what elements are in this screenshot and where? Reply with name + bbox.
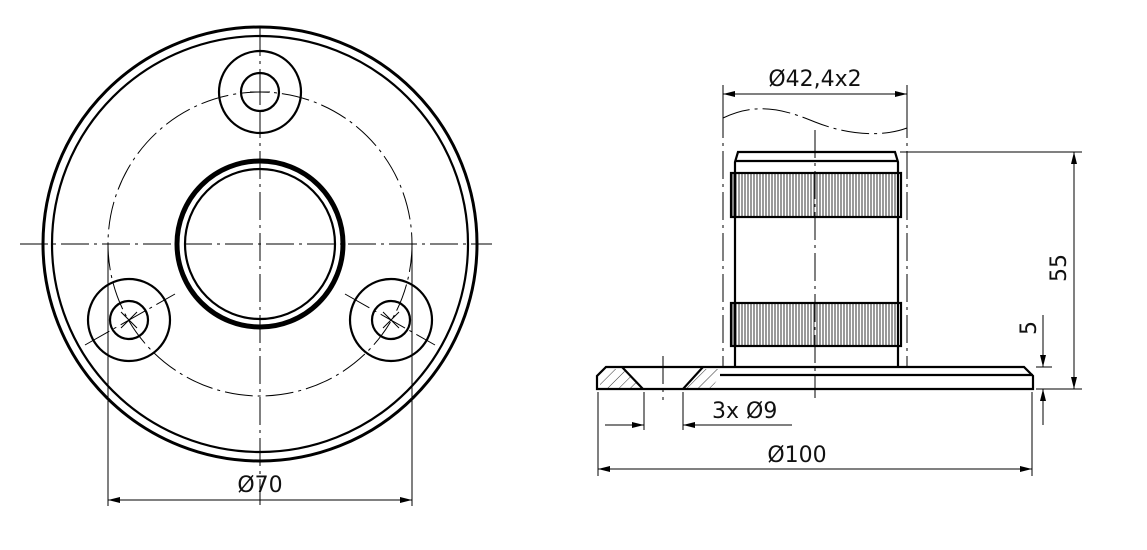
dimension-plate-diameter: Ø100 xyxy=(597,392,1033,476)
break-line xyxy=(722,108,908,135)
side-view: Ø42,4x2 55 5 3x Ø9 Ø100 xyxy=(595,67,1082,476)
dimension-height: 55 xyxy=(900,151,1082,390)
dimension-plate-thickness: 5 xyxy=(1017,315,1052,425)
dimension-holes: 3x Ø9 xyxy=(605,392,792,430)
dimension-tube: Ø42,4x2 xyxy=(722,67,908,110)
plate-diameter-label: Ø100 xyxy=(767,443,826,468)
bolt-hole-right xyxy=(344,277,436,363)
base-plate xyxy=(595,356,1035,400)
height-dimension-label: 55 xyxy=(1047,254,1072,282)
knurl-band-lower xyxy=(729,301,903,348)
holes-dimension-label: 3x Ø9 xyxy=(712,399,777,424)
bolt-hole-top xyxy=(217,49,303,135)
tube-dimension-label: Ø42,4x2 xyxy=(768,67,861,92)
dimension-bolt-circle: Ø70 xyxy=(107,244,413,506)
top-view: Ø70 xyxy=(20,25,492,506)
bolt-circle-label: Ø70 xyxy=(237,473,282,498)
thickness-dimension-label: 5 xyxy=(1017,321,1042,335)
knurl-band-upper xyxy=(729,171,903,219)
bolt-hole-left xyxy=(84,277,176,363)
